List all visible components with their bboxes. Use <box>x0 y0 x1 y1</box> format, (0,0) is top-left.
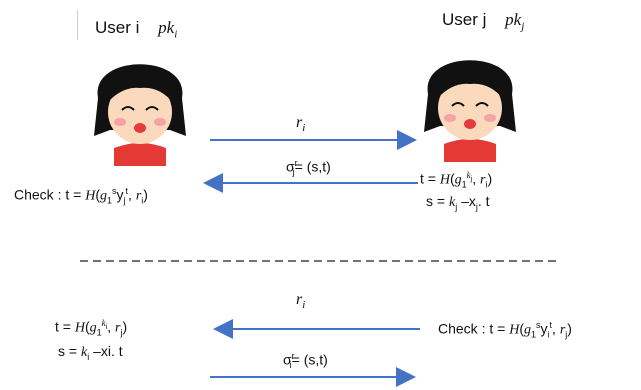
msg-ri-bottom: ri <box>296 291 306 312</box>
user-j-name: User j <box>442 10 487 29</box>
user-i-key: pki <box>158 18 178 41</box>
edge-line <box>77 10 78 40</box>
user-j-avatar <box>424 60 516 162</box>
msg-ri-top: ri <box>296 114 306 135</box>
eq-t-left-bottom: t = H(g1ki, rj) <box>55 318 128 338</box>
user-i-avatar <box>94 64 186 166</box>
eq-s-left-bottom: s = ki –xi. t <box>58 343 123 362</box>
eq-s-right-top: s = kj –xj. t <box>426 193 490 212</box>
eq-t-right-top: t = H(g1kj, ri) <box>420 170 493 190</box>
user-j-label: User j pkj <box>442 10 524 32</box>
msg-sigma-top: σrj= (s,t) <box>286 158 331 178</box>
msg-sigma-bottom: σri= (s,t) <box>283 351 328 371</box>
check-right-bottom: Check : t = H(g1syit, rj) <box>438 320 572 340</box>
user-j-key: pkj <box>505 10 525 33</box>
user-i-label: User i pki <box>95 18 177 40</box>
check-left-top: Check : t = H(g1syjt, ri) <box>14 186 148 206</box>
user-i-name: User i <box>95 18 140 37</box>
